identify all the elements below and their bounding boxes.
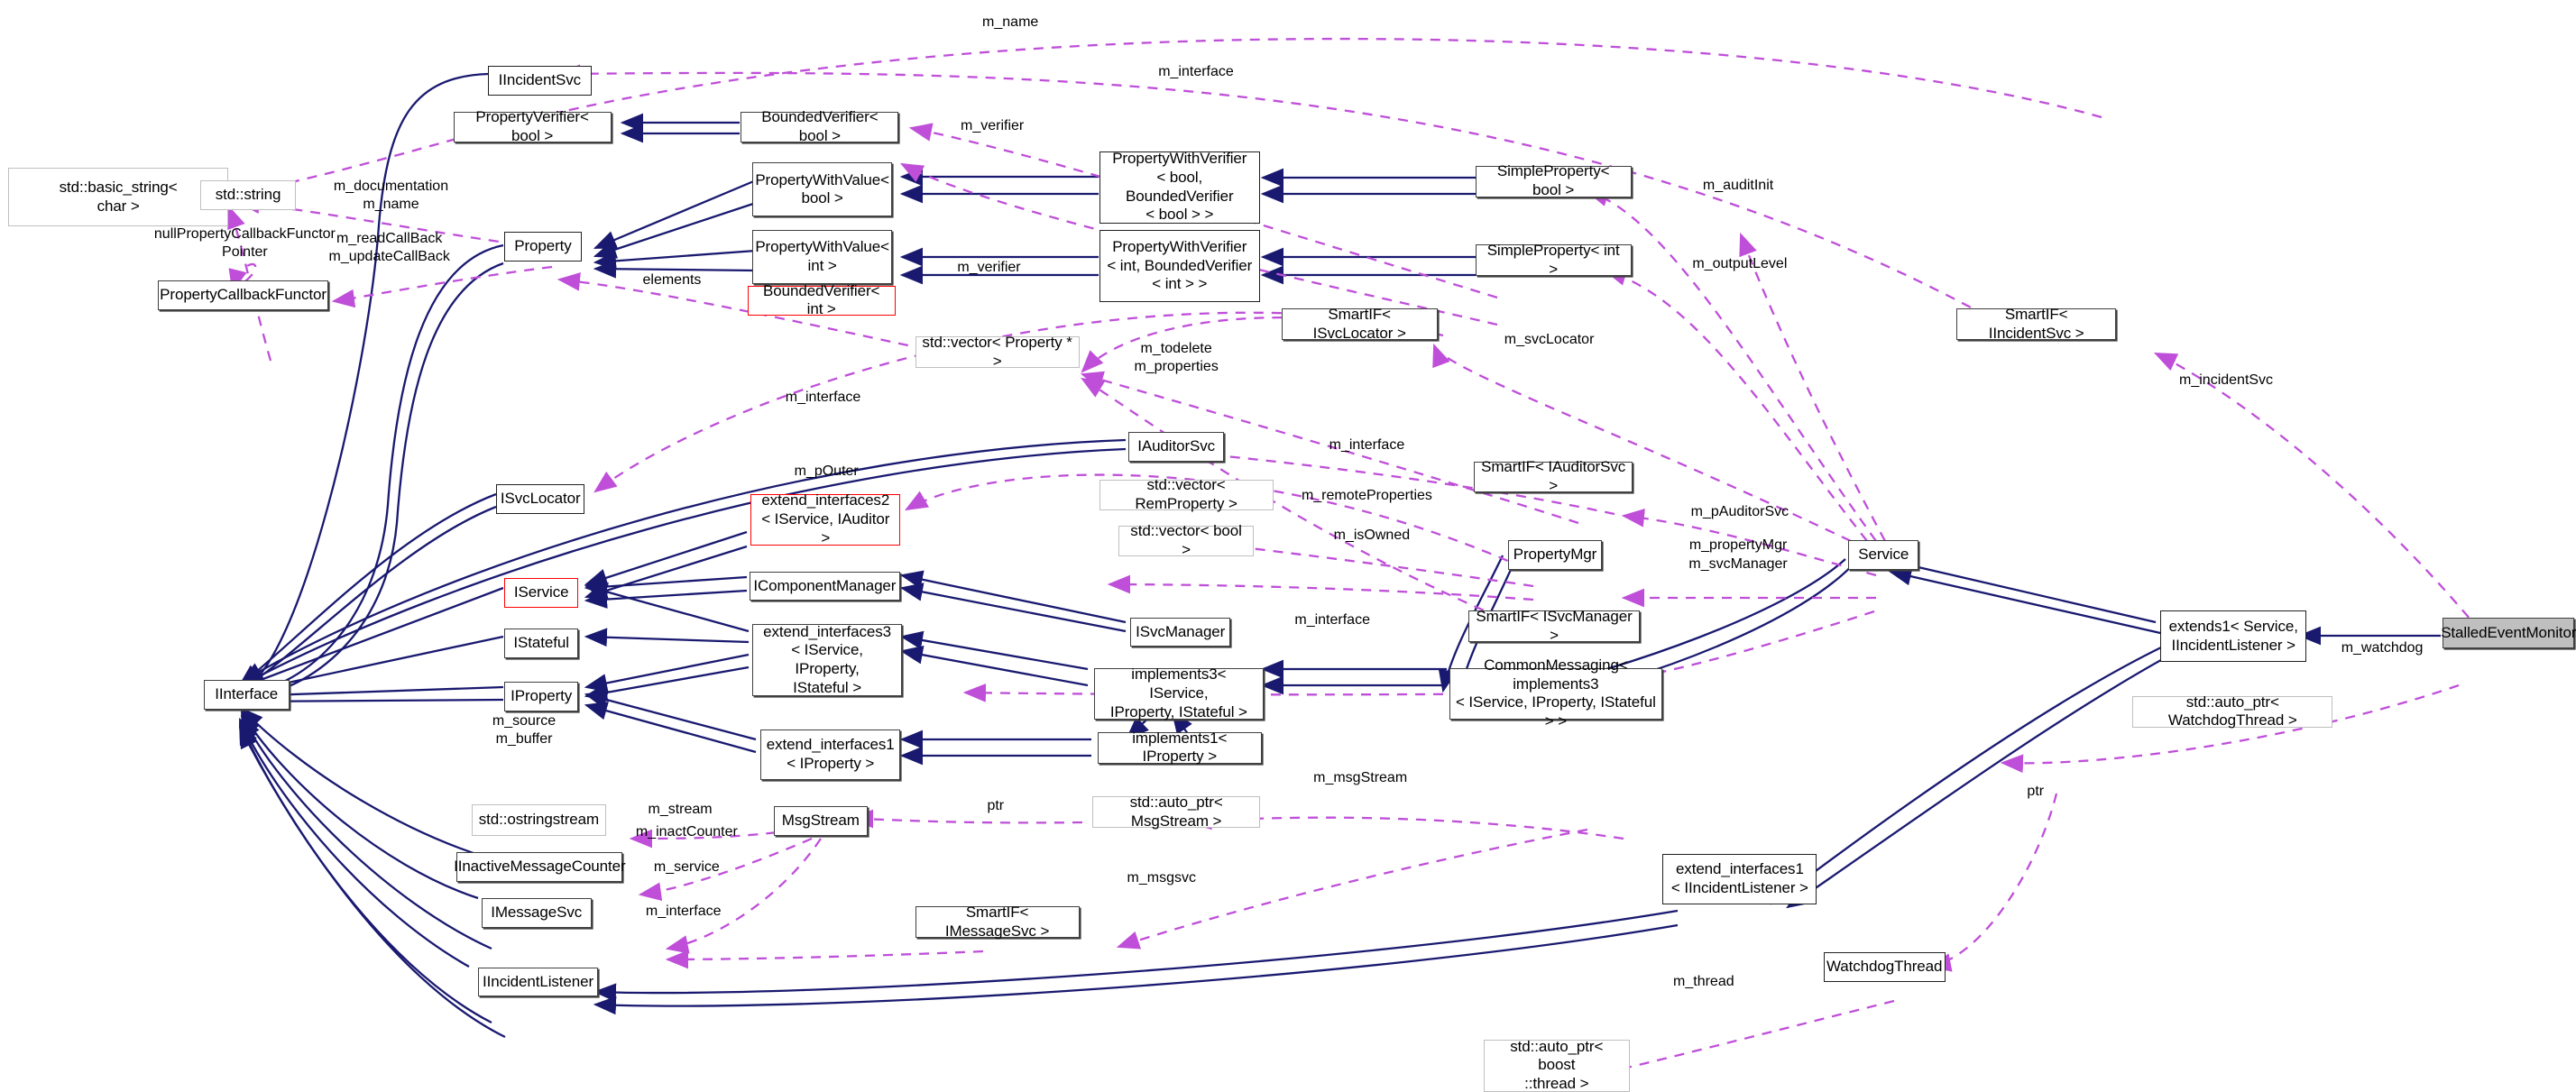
class-node-watchdogthread[interactable]: WatchdogThread bbox=[1823, 952, 1946, 982]
edge-label-lbl_m_pauditorsvc: m_pAuditorSvc bbox=[1690, 504, 1789, 520]
class-node-iincidentsvc[interactable]: IIncidentSvc bbox=[487, 65, 592, 96]
edge-label-lbl_m_svclocator: m_svcLocator bbox=[1504, 331, 1595, 347]
edge-label-lbl_ptr_right: ptr bbox=[2027, 783, 2045, 799]
edge-label-lbl_nullprop: nullPropertyCallbackFunctor Pointer bbox=[153, 225, 336, 260]
edge-label-lbl_m_watchdog: m_watchdog bbox=[2341, 640, 2424, 656]
class-node-iinactivemessagecounter[interactable]: IInactiveMessageCounter bbox=[454, 852, 626, 882]
edge-label-lbl_m_interface_svcmgr: m_interface bbox=[1294, 612, 1370, 629]
edge-label-lbl_m_thread: m_thread bbox=[1673, 973, 1734, 989]
class-node-smartif_imessagesvc[interactable]: SmartIF< IMessageSvc > bbox=[915, 904, 1080, 940]
edge-label-lbl_m_pouter: m_pOuter bbox=[794, 463, 859, 479]
class-node-ostringstream[interactable]: std::ostringstream bbox=[471, 804, 607, 836]
class-node-propwithverifier_int[interactable]: PropertyWithVerifier < int, BoundedVerif… bbox=[1099, 229, 1261, 303]
edge-label-lbl_m_todelete: m_todelete m_properties bbox=[1134, 340, 1219, 374]
class-node-propertymgr[interactable]: PropertyMgr bbox=[1508, 540, 1602, 570]
class-node-istateful[interactable]: IStateful bbox=[504, 629, 579, 659]
edge-label-lbl_m_interface_top: m_interface bbox=[1158, 64, 1234, 80]
edge-label-lbl_m_svcmanager: m_svcManager bbox=[1688, 556, 1788, 573]
edge-label-lbl_ptr_mid: ptr bbox=[987, 798, 1005, 814]
class-node-autoptr_boost_thread[interactable]: std::auto_ptr< boost ::thread > bbox=[1483, 1038, 1630, 1092]
edge-label-lbl_m_verifier_1: m_verifier bbox=[961, 118, 1025, 134]
class-node-extend_interfaces2[interactable]: extend_interfaces2 < IService, IAuditor … bbox=[750, 491, 901, 546]
class-node-extend_interfaces1_iinc[interactable]: extend_interfaces1 < IIncidentListener > bbox=[1662, 853, 1817, 905]
class-node-isvclocator[interactable]: ISvcLocator bbox=[496, 484, 585, 514]
class-node-imessagesvc[interactable]: IMessageSvc bbox=[481, 898, 592, 928]
edge-label-lbl_m_verifier_2: m_verifier bbox=[957, 259, 1021, 275]
class-node-implements1[interactable]: implements1< IProperty > bbox=[1097, 730, 1262, 765]
edge-label-lbl_m_remoteproperties: m_remoteProperties bbox=[1301, 487, 1432, 503]
class-node-smartif_iincidentsvc[interactable]: SmartIF< IIncidentSvc > bbox=[1956, 306, 2116, 342]
class-node-extend_interfaces3[interactable]: extend_interfaces3 < IService, IProperty… bbox=[752, 623, 902, 697]
class-node-boundedverifier_bool[interactable]: BoundedVerifier< bool > bbox=[741, 108, 899, 144]
class-node-extend_interfaces1_iprop[interactable]: extend_interfaces1 < IProperty > bbox=[760, 729, 901, 780]
class-node-extends1_service[interactable]: extends1< Service, IIncidentListener > bbox=[2160, 610, 2307, 662]
edge-label-lbl_m_inactcounter: m_inactCounter bbox=[635, 824, 738, 840]
edge-label-lbl_m_auditinit: m_auditInit bbox=[1702, 177, 1774, 193]
class-node-icomponentmanager[interactable]: IComponentManager bbox=[749, 571, 901, 601]
class-node-propwithvalue_bool[interactable]: PropertyWithValue< bool > bbox=[752, 162, 893, 217]
class-node-propwithvalue_int[interactable]: PropertyWithValue< int > bbox=[752, 229, 893, 285]
class-node-vector_property_ptr[interactable]: std::vector< Property * > bbox=[915, 334, 1080, 370]
edge-label-lbl_m_name_top: m_name bbox=[982, 14, 1039, 31]
class-node-smartif_isvcmanager[interactable]: SmartIF< ISvcManager > bbox=[1468, 608, 1640, 644]
class-node-msgstream[interactable]: MsgStream bbox=[773, 806, 868, 836]
class-node-iauditorsvc[interactable]: IAuditorSvc bbox=[1128, 431, 1224, 462]
class-node-boundedverifier_int[interactable]: BoundedVerifier< int > bbox=[747, 282, 896, 317]
class-node-simpleproperty_int[interactable]: SimpleProperty< int > bbox=[1475, 242, 1632, 278]
class-node-basic_string[interactable]: std::basic_string< char > bbox=[8, 167, 229, 227]
edge-label-lbl_m_propertymgr: m_propertyMgr bbox=[1688, 537, 1788, 553]
edge-label-lbl_m_isowned: m_isOwned bbox=[1333, 527, 1411, 543]
class-node-implements3[interactable]: implements3< IService, IProperty, IState… bbox=[1094, 665, 1264, 720]
class-node-vector_bool[interactable]: std::vector< bool > bbox=[1118, 522, 1254, 558]
class-node-iproperty[interactable]: IProperty bbox=[504, 681, 579, 711]
class-node-commonmessaging[interactable]: CommonMessaging< implements3 < IService,… bbox=[1449, 656, 1663, 730]
edge-label-lbl_m_readcallback: m_readCallBack m_updateCallBack bbox=[328, 230, 450, 264]
edge-label-lbl_m_service: m_service bbox=[653, 858, 720, 875]
edge-label-lbl_m_stream: m_stream bbox=[648, 801, 713, 817]
class-node-smartif_iauditorsvc[interactable]: SmartIF< IAuditorSvc > bbox=[1473, 458, 1633, 494]
class-node-simpleproperty_bool[interactable]: SimpleProperty< bool > bbox=[1475, 162, 1632, 198]
usage-edges bbox=[227, 37, 2481, 1092]
edge-label-lbl_m_outputlevel: m_outputLevel bbox=[1692, 256, 1788, 272]
inheritance-edges bbox=[137, 72, 2441, 1039]
class-node-iincidentlistener[interactable]: IIncidentListener bbox=[478, 967, 598, 997]
class-node-std_string[interactable]: std::string bbox=[200, 180, 296, 211]
edge-label-lbl_m_interface_mid: m_interface bbox=[785, 389, 861, 405]
edge-label-lbl_m_interface_msg: m_interface bbox=[645, 903, 722, 919]
class-node-autoptr_watchdog[interactable]: std::auto_ptr< WatchdogThread > bbox=[2132, 693, 2333, 729]
class-node-smartif_isvclocator[interactable]: SmartIF< ISvcLocator > bbox=[1281, 306, 1438, 342]
class-node-iinterface[interactable]: IInterface bbox=[203, 679, 290, 710]
class-node-autoptr_msgstream[interactable]: std::auto_ptr< MsgStream > bbox=[1092, 794, 1261, 830]
class-node-propwithverifier_bool[interactable]: PropertyWithVerifier < bool, BoundedVeri… bbox=[1099, 150, 1261, 224]
class-node-vector_remproperty[interactable]: std::vector< RemProperty > bbox=[1099, 476, 1274, 512]
class-node-prop_cb_functor[interactable]: PropertyCallbackFunctor bbox=[157, 280, 329, 311]
class-node-iservice[interactable]: IService bbox=[504, 578, 579, 608]
class-node-stalledeventmonitor[interactable]: StalledEventMonitor bbox=[2441, 617, 2576, 649]
edge-label-lbl_m_incidentsvc: m_incidentSvc bbox=[2179, 372, 2274, 389]
edge-label-lbl_m_documentation: m_documentation m_name bbox=[333, 178, 449, 212]
edge-label-lbl_m_interface_aud: m_interface bbox=[1329, 436, 1405, 453]
edge-label-lbl_m_source: m_source m_buffer bbox=[492, 713, 557, 748]
class-node-isvcmanager[interactable]: ISvcManager bbox=[1130, 617, 1231, 647]
class-node-property[interactable]: Property bbox=[504, 231, 582, 262]
edge-label-lbl_elements: elements bbox=[642, 272, 702, 289]
edge-label-lbl_m_msgsvc: m_msgsvc bbox=[1127, 870, 1196, 886]
class-node-propverifier_bool[interactable]: PropertyVerifier< bool > bbox=[453, 108, 612, 144]
edge-label-lbl_m_msgstream: m_msgStream bbox=[1313, 770, 1408, 786]
class-node-service[interactable]: Service bbox=[1848, 540, 1919, 570]
